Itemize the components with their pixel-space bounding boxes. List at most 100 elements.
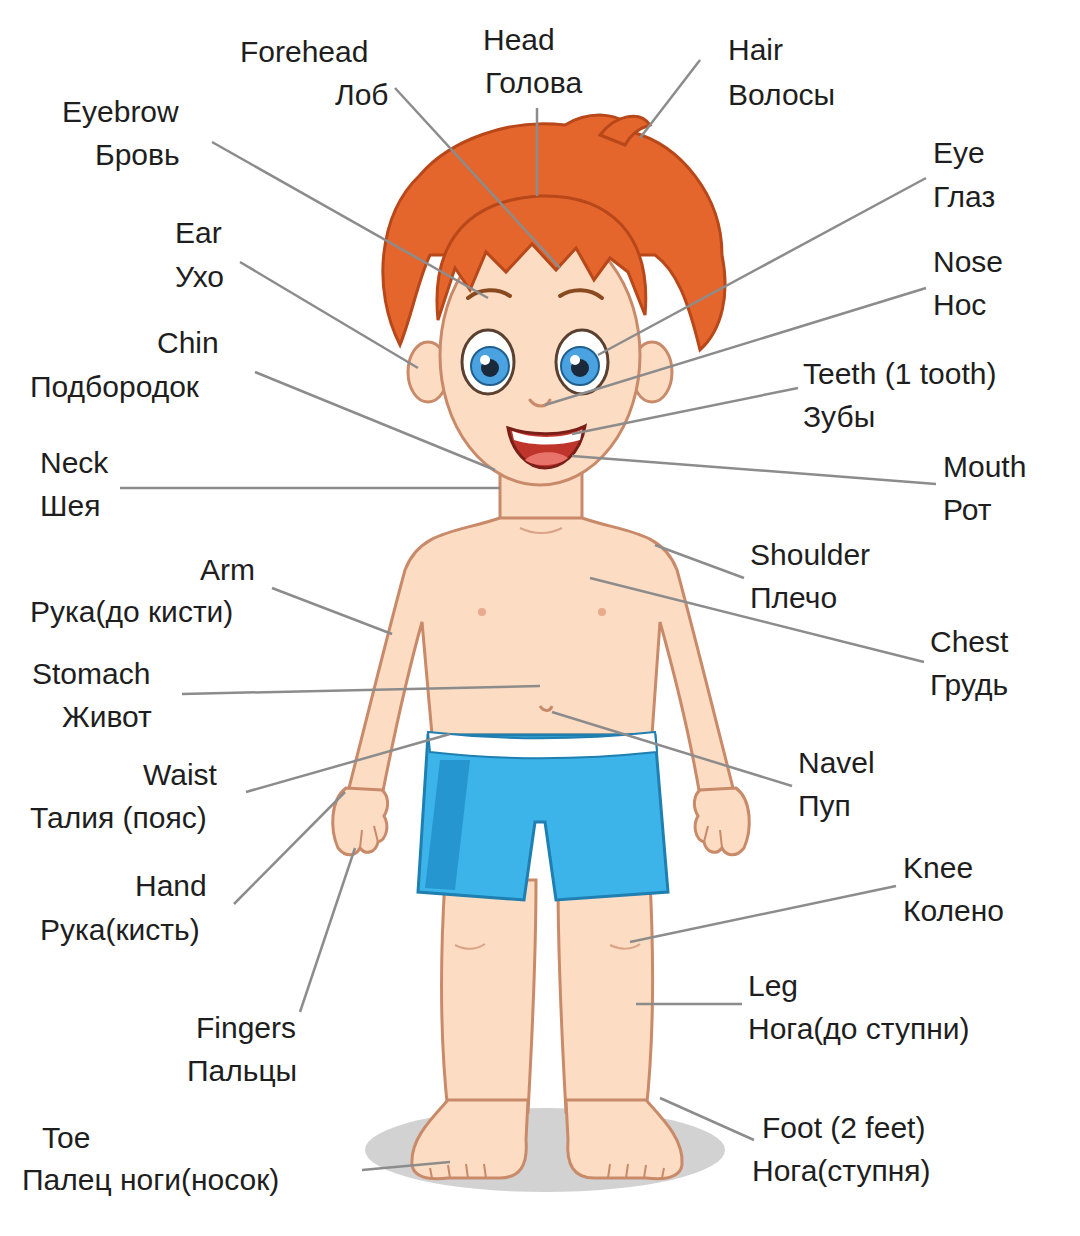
part-label: Лоб (335, 77, 389, 113)
shorts (418, 735, 668, 900)
part-label: Hand (135, 868, 207, 904)
part-label: Eyebrow (62, 94, 179, 130)
finger-line (704, 826, 722, 848)
finger-line (360, 826, 378, 848)
part-label: Ухо (175, 259, 224, 295)
eye (556, 330, 608, 394)
leader-line (240, 262, 418, 368)
leg (558, 880, 653, 1112)
hand (333, 788, 388, 855)
toe-line (608, 1164, 664, 1178)
eye (462, 330, 514, 394)
leg (442, 880, 536, 1112)
part-label: Волосы (728, 77, 835, 113)
leader-line (395, 88, 560, 268)
part-label: Нос (933, 287, 986, 323)
part-label: Пальцы (187, 1053, 297, 1089)
part-label: Neck (40, 445, 108, 481)
part-label: Голова (485, 65, 582, 101)
part-label: Forehead (240, 34, 368, 70)
teeth (512, 430, 582, 445)
collarbone (520, 528, 562, 533)
part-label: Eye (933, 135, 985, 171)
part-label: Hair (728, 32, 783, 68)
part-label: Fingers (196, 1010, 296, 1046)
leader-line (630, 886, 896, 942)
part-label: Нога(ступня) (752, 1153, 930, 1189)
part-label: Chin (157, 325, 219, 361)
tongue (525, 452, 568, 465)
hand (694, 788, 749, 855)
shorts-shade (425, 760, 470, 890)
part-label: Подбородок (30, 369, 199, 405)
nipple (478, 608, 486, 616)
part-label: Head (483, 22, 555, 58)
hair-strand (600, 116, 650, 145)
part-label: Зубы (803, 399, 875, 435)
part-label: Рука(до кисти) (30, 594, 233, 630)
part-label: Nose (933, 244, 1003, 280)
hair-fringe (437, 196, 646, 320)
part-label: Рука(кисть) (40, 912, 200, 948)
iris (561, 347, 599, 385)
part-label: Пуп (798, 788, 851, 824)
foot (566, 1100, 682, 1179)
part-label: Талия (пояс) (30, 800, 207, 836)
part-label: Палец ноги(носок) (22, 1162, 279, 1198)
waistband (428, 732, 657, 758)
leader-line (234, 792, 345, 904)
part-label: Leg (748, 968, 798, 1004)
part-label: Navel (798, 745, 875, 781)
toe-line (430, 1164, 486, 1178)
leader-line (590, 578, 924, 662)
leader-line (598, 178, 926, 355)
leader-line (536, 108, 539, 196)
part-label: Бровь (95, 137, 180, 173)
leader-line (120, 487, 500, 490)
leader-line (636, 1003, 742, 1006)
part-label: Knee (903, 850, 973, 886)
part-label: Arm (200, 552, 255, 588)
knee-line (610, 944, 640, 949)
torso (348, 518, 734, 796)
part-label: Глаз (933, 179, 995, 215)
part-label: Waist (143, 757, 217, 793)
leader-line (655, 545, 744, 578)
eyebrow (560, 290, 602, 298)
leader-line (660, 1098, 754, 1140)
iris (471, 347, 509, 385)
leader-line (182, 686, 540, 694)
part-label: Рот (943, 492, 991, 528)
leader-line (552, 712, 792, 786)
part-label: Chest (930, 624, 1008, 660)
part-label: Stomach (32, 656, 150, 692)
part-label: Живот (62, 699, 152, 735)
part-label: Foot (2 feet) (762, 1110, 925, 1146)
part-label: Mouth (943, 449, 1026, 485)
leader-line (572, 388, 798, 434)
part-label: Shoulder (750, 537, 870, 573)
eye-shine (480, 355, 490, 365)
nipple (598, 608, 606, 616)
part-label: Toe (42, 1120, 90, 1156)
part-label: Нога(до ступни) (748, 1011, 969, 1047)
leader-line (246, 734, 450, 792)
foot (412, 1100, 528, 1179)
knee-line (455, 944, 485, 949)
navel (540, 706, 552, 711)
leader-line (640, 60, 700, 138)
leader-line (572, 456, 936, 484)
leader-line (272, 588, 392, 634)
part-label: Грудь (930, 667, 1008, 703)
leader-line (212, 142, 488, 298)
part-label: Колено (903, 893, 1004, 929)
mouth (508, 426, 585, 468)
part-label: Ear (175, 215, 222, 251)
leader-line (300, 848, 355, 1012)
part-label: Шея (40, 488, 100, 524)
eye-shine (570, 355, 580, 365)
part-label: Teeth (1 tooth) (803, 356, 996, 392)
leader-line (255, 372, 495, 470)
leader-lines (120, 60, 936, 1170)
